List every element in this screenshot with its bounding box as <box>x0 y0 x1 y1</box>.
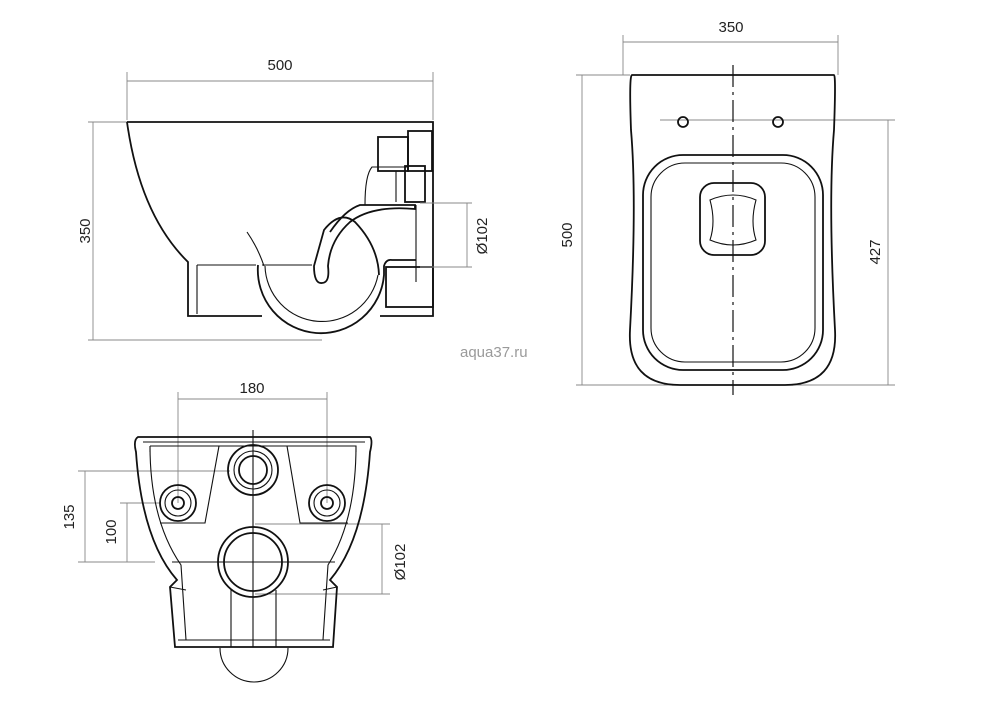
top-width-label: 350 <box>718 19 743 36</box>
water-line <box>246 231 265 267</box>
bolt-hole-right-outer <box>308 484 346 522</box>
inner-lines <box>395 171 417 282</box>
dimension-500-top <box>576 74 733 386</box>
rear-135-label: 135 <box>61 504 78 529</box>
trap-outer <box>256 258 416 335</box>
trap-bottom-arc <box>219 647 289 683</box>
inlet-channel <box>364 166 408 206</box>
mount-hole-right <box>772 116 784 128</box>
bolt-hole-right-mid <box>313 489 341 517</box>
rear-view: 180 135 100 Ø102 <box>61 380 409 683</box>
bolt-hole-left-mid <box>164 489 192 517</box>
side-outlet-label: Ø102 <box>474 218 491 255</box>
dimension-135 <box>78 470 230 563</box>
bowl-rim-inner <box>650 162 816 363</box>
inlet-block-3 <box>404 165 426 203</box>
bowl-outline <box>126 121 434 317</box>
side-height-label: 350 <box>77 218 94 243</box>
bolt-hole-left-outer <box>159 484 197 522</box>
rear-inner-lines <box>160 445 348 641</box>
top-427-label: 427 <box>867 239 884 264</box>
dimension-427 <box>660 119 895 386</box>
outlet-rect <box>385 266 434 308</box>
dimension-350-line <box>88 121 322 341</box>
side-view: 500 350 Ø102 <box>77 57 491 341</box>
watermark: aqua37.ru <box>460 344 528 361</box>
inlet-block-2 <box>407 130 433 172</box>
dimension-350-top <box>622 35 839 75</box>
foot-inner <box>196 264 312 314</box>
rear-inner-outline <box>143 441 365 641</box>
dimension-500-line <box>126 72 434 120</box>
dimension-outlet-rear <box>255 523 390 595</box>
rear-outlet-label: Ø102 <box>392 544 409 581</box>
rear-bolt-spacing-label: 180 <box>239 380 264 397</box>
mount-hole-left <box>677 116 689 128</box>
rear-centerlines <box>230 430 277 647</box>
top-length-label: 500 <box>559 222 576 247</box>
top-outline <box>629 74 836 386</box>
dimension-outlet-line <box>420 202 472 268</box>
trap-inner <box>264 265 379 323</box>
drain-inner <box>709 194 757 246</box>
bolt-hole-right-inner <box>320 496 334 510</box>
rear-outline <box>133 436 373 648</box>
side-width-label: 500 <box>267 57 292 74</box>
dimension-100 <box>120 502 160 562</box>
bolt-hole-left-inner <box>171 496 185 510</box>
rear-100-label: 100 <box>103 519 120 544</box>
inlet-block-1 <box>377 136 409 172</box>
siphon-channel <box>313 204 416 284</box>
top-view: 350 500 427 <box>559 19 895 395</box>
